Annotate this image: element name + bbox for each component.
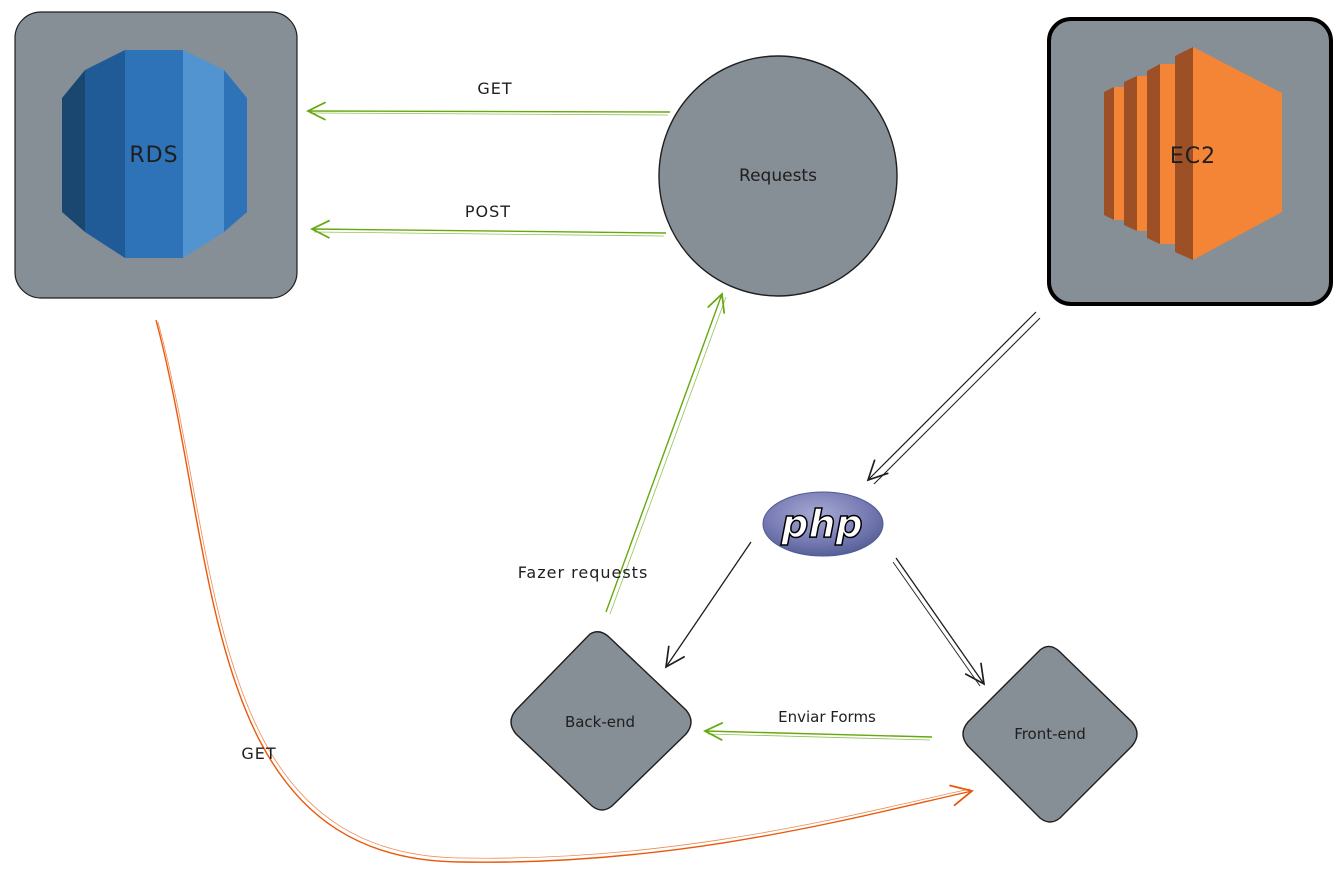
edge-backend-requests-line	[605, 292, 726, 613]
backend-node[interactable]: Back-end	[510, 631, 692, 811]
edge-ec2-php[interactable]	[866, 311, 1041, 485]
edge-requests-rds-get-line	[306, 101, 671, 121]
ec2-label: EC2	[1170, 144, 1216, 169]
edge-php-frontend[interactable]	[892, 557, 986, 687]
php-ellipse	[762, 491, 884, 557]
backend-diamond	[510, 631, 692, 811]
frontend-node[interactable]: Front-end	[962, 645, 1138, 823]
ec2-instance-icon	[1104, 47, 1282, 260]
edge-backend-requests-label: Fazer requests	[518, 563, 649, 582]
edge-requests-rds-post-label: POST	[465, 202, 511, 221]
edge-requests-rds-get[interactable]: GET	[306, 79, 671, 121]
requests-label: Requests	[739, 166, 817, 186]
edge-requests-rds-post-line	[310, 219, 667, 239]
edge-php-frontend-line	[895, 557, 986, 686]
edge-rds-frontend[interactable]: GET	[155, 319, 974, 863]
edge-requests-rds-post[interactable]: POST	[310, 202, 667, 239]
requests-node[interactable]: Requests	[658, 55, 898, 297]
rds-label: RDS	[129, 143, 178, 168]
rds-node[interactable]: RDS	[14, 11, 298, 299]
edge-frontend-backend-line	[703, 721, 933, 742]
edge-php-backend-line	[664, 541, 752, 669]
php-logo-label: php	[780, 502, 862, 546]
edge-rds-frontend-label: GET	[241, 744, 276, 763]
edge-requests-rds-get-label: GET	[477, 79, 512, 98]
backend-label: Back-end	[565, 713, 635, 731]
edge-backend-requests[interactable]: Fazer requests	[518, 292, 727, 615]
frontend-label: Front-end	[1014, 725, 1086, 743]
edge-rds-frontend-line	[155, 319, 974, 863]
requests-circle	[658, 55, 898, 297]
edge-php-backend[interactable]	[664, 541, 752, 669]
edge-frontend-backend-label: Enviar Forms	[778, 708, 876, 726]
edge-frontend-backend[interactable]: Enviar Forms	[703, 708, 933, 742]
php-logo[interactable]: php	[762, 491, 884, 557]
frontend-diamond	[962, 645, 1138, 823]
edge-ec2-php-line	[866, 311, 1037, 482]
ec2-node[interactable]: EC2	[1047, 17, 1333, 306]
rds-database-icon	[62, 50, 247, 258]
